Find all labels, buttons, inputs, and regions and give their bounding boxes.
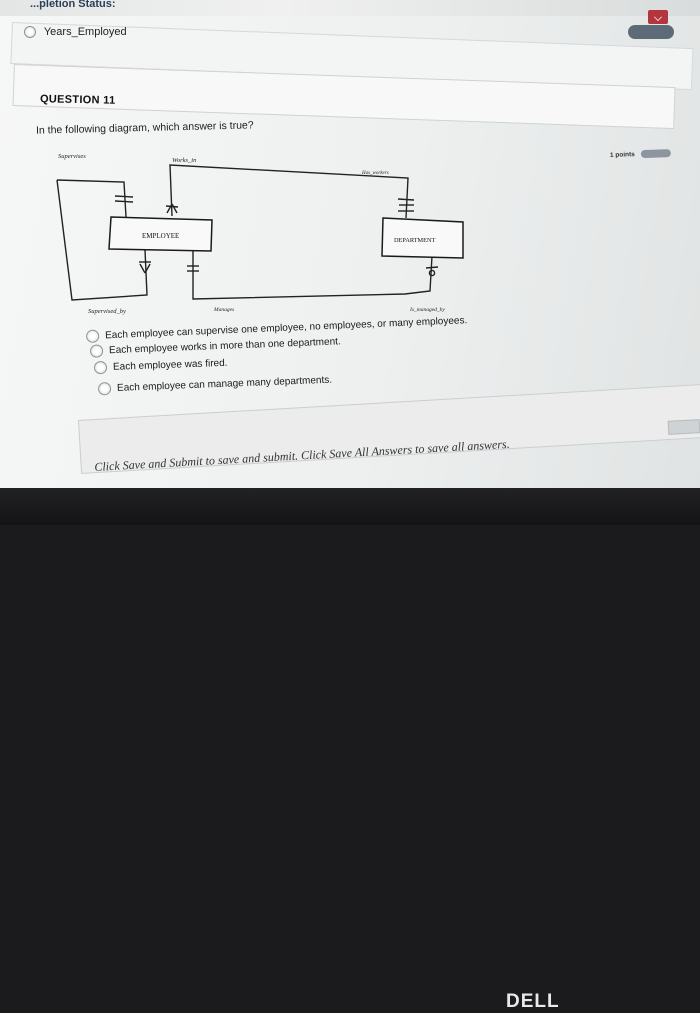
answer-option[interactable]: Each employee was fired. bbox=[93, 357, 228, 375]
supervises-line bbox=[56, 179, 127, 218]
supervises-label: Supervises bbox=[58, 153, 86, 160]
department-label: DEPARTMENT bbox=[394, 237, 436, 244]
radio-icon[interactable] bbox=[85, 329, 100, 343]
status-pill bbox=[628, 25, 674, 39]
works-in-label: Works_in bbox=[172, 157, 196, 164]
previous-answer-label: Years_Employed bbox=[43, 26, 127, 38]
radio-icon[interactable] bbox=[24, 26, 36, 39]
works-in-line bbox=[169, 164, 409, 219]
employee-entity: EMPLOYEE bbox=[108, 216, 213, 252]
completion-status-label: ...pletion Status: bbox=[30, 0, 116, 10]
question-text: In the following diagram, which answer i… bbox=[35, 119, 254, 137]
answer-option-label: Each employee was fired. bbox=[112, 357, 228, 373]
radio-icon[interactable] bbox=[97, 381, 112, 396]
is-managed-by-label: Is_managed_by bbox=[409, 307, 445, 313]
points-indicator: 1 points bbox=[610, 149, 680, 165]
points-label: 1 points bbox=[609, 151, 635, 159]
radio-icon[interactable] bbox=[93, 360, 108, 375]
question-number: QUESTION 11 bbox=[39, 93, 116, 107]
laptop-bezel: DELL bbox=[0, 488, 700, 1012]
top-status-strip: ...pletion Status: bbox=[0, 0, 700, 16]
diagram-lines bbox=[56, 164, 439, 301]
supervised-by-line bbox=[56, 179, 148, 301]
dell-logo: DELL bbox=[506, 991, 560, 1012]
employee-label: EMPLOYEE bbox=[142, 232, 179, 240]
save-all-button[interactable] bbox=[667, 419, 700, 435]
answer-option-label: Each employee can manage many department… bbox=[116, 374, 333, 394]
previous-answer-option[interactable]: Years_Employed bbox=[24, 26, 127, 39]
browser-screen: ...pletion Status: Years_Employed QUESTI… bbox=[0, 0, 700, 525]
supervised-by-label: Supervised_by bbox=[88, 308, 126, 315]
points-pill bbox=[640, 149, 671, 159]
answer-option[interactable]: Each employee can manage many department… bbox=[97, 374, 333, 396]
manages-line bbox=[192, 250, 433, 300]
manages-label: Manages bbox=[213, 307, 234, 313]
department-entity: DEPARTMENT bbox=[381, 217, 464, 259]
has-workers-label: Has_workers bbox=[361, 171, 389, 176]
radio-icon[interactable] bbox=[89, 344, 104, 358]
expand-icon[interactable] bbox=[648, 10, 668, 24]
